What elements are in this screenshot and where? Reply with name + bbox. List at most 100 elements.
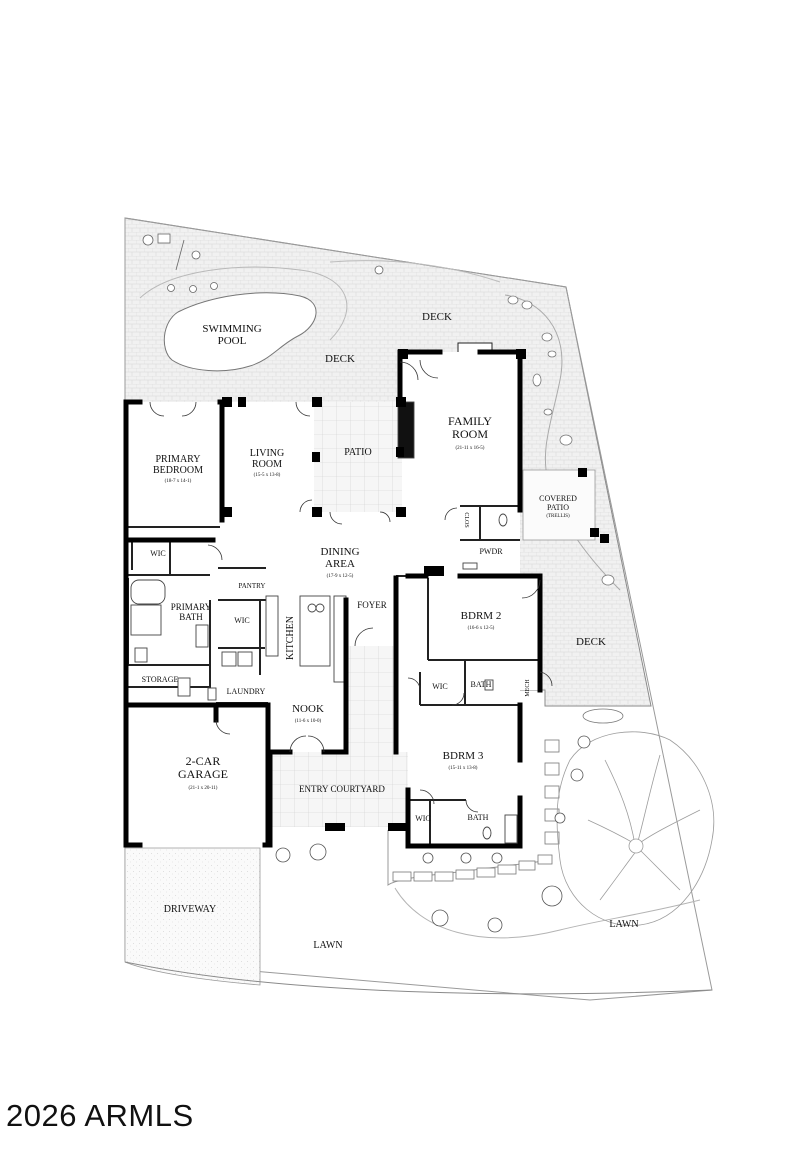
room-label-wic-bdrm2: WIC — [432, 682, 448, 691]
room-name: KITCHEN — [285, 616, 296, 660]
room-dimensions: (18-7 x 14-1) — [165, 479, 192, 484]
lawn-curve — [394, 887, 701, 939]
interior-floor — [125, 352, 596, 846]
room-dimensions: (15-5 x 13-8) — [254, 473, 281, 478]
room-label-patio: PATIO — [344, 447, 371, 458]
room-label-wic-primary: WIC — [150, 549, 166, 558]
room-name: DECK — [325, 353, 355, 365]
room-label-lawn-front: LAWN — [313, 940, 342, 951]
kitchen-counter — [265, 595, 279, 657]
room-label-lawn-right: LAWN — [609, 919, 638, 930]
room-name: BATH — [471, 680, 492, 689]
room-dimensions: (15-11 x 13-8) — [449, 766, 478, 771]
room-dimensions: (11-6 x 10-0) — [295, 719, 322, 724]
room-name: NOOK — [292, 703, 324, 715]
room-name: ENTRY COURTYARD — [299, 784, 385, 794]
room-name: POOL — [218, 335, 247, 347]
room-name: BDRM 3 — [443, 750, 484, 762]
room-name: PWDR — [479, 547, 503, 556]
lawn-bottom-edge — [124, 961, 713, 995]
room-name: WIC — [234, 616, 250, 625]
room-name: PATIO — [344, 447, 371, 458]
room-name: 2-CAR — [186, 754, 221, 768]
room-name: DECK — [422, 311, 452, 323]
room-name: AREA — [325, 558, 355, 570]
room-name: WIC — [415, 814, 431, 823]
room-name: BDRM 2 — [461, 610, 502, 622]
room-name: LAUNDRY — [227, 687, 266, 696]
fixtures — [130, 401, 518, 844]
room-name: ROOM — [252, 459, 282, 470]
room-name: DECK — [576, 636, 606, 648]
room-label-kitchen: KITCHEN — [285, 616, 296, 660]
room-name: MECH — [525, 679, 531, 697]
structural-columns — [222, 349, 609, 831]
room-dimensions: (TRELLIS) — [546, 514, 570, 519]
foyer-paving — [346, 646, 396, 752]
room-label-nook: NOOK (11-6 x 10-0) — [292, 703, 324, 724]
swimming-pool-shape — [163, 292, 317, 372]
room-label-mech: MECH — [525, 679, 531, 697]
room-label-deck-top: DECK — [422, 311, 452, 323]
room-name: STORAGE — [142, 675, 179, 684]
room-name: PRIMARY — [155, 454, 200, 465]
room-name: COVERED — [539, 494, 577, 503]
door-swings — [149, 359, 553, 813]
room-label-bath-bdrm3: BATH — [468, 813, 489, 822]
entry-courtyard-paving — [270, 752, 408, 827]
room-label-bath-bdrm2: BATH — [471, 680, 492, 689]
room-name: BATH — [179, 612, 203, 622]
driveway-area — [124, 847, 261, 986]
tree-canopy — [556, 731, 715, 926]
room-name: LAWN — [609, 919, 638, 930]
room-name: WIC — [432, 682, 448, 691]
room-label-pantry: PANTRY — [239, 582, 266, 590]
room-label-deck-right: DECK — [576, 636, 606, 648]
room-name: WIC — [150, 549, 166, 558]
room-name: BEDROOM — [153, 465, 203, 476]
room-label-foyer: FOYER — [357, 600, 387, 610]
room-labels: SWIMMINGPOOLDECKDECKDECKFAMILYROOM(21-11… — [142, 311, 639, 951]
room-label-driveway: DRIVEWAY — [164, 904, 216, 915]
shrub-cluster — [507, 295, 624, 724]
room-label-clos: CLOS — [463, 512, 469, 527]
room-name: FAMILY — [448, 414, 492, 428]
room-label-pwdr: PWDR — [479, 547, 503, 556]
room-name: DINING — [320, 546, 359, 558]
room-name: BATH — [468, 813, 489, 822]
room-dimensions: (21-1 x 20-11) — [189, 786, 218, 791]
room-name: PRIMARY — [171, 602, 212, 612]
room-dimensions: (21-11 x 16-5) — [456, 446, 485, 451]
room-name: SWIMMING — [202, 323, 261, 335]
patio-paving — [314, 402, 402, 512]
room-name: GARAGE — [178, 767, 228, 781]
room-label-bdrm-3: BDRM 3 (15-11 x 13-8) — [443, 750, 484, 771]
room-dimensions: (17-9 x 12-5) — [327, 574, 354, 579]
room-name: PATIO — [547, 503, 569, 512]
room-label-wic-kitchen: WIC — [234, 616, 250, 625]
room-label-laundry: LAUNDRY — [227, 687, 266, 696]
room-name: DRIVEWAY — [164, 904, 216, 915]
room-label-bdrm-2: BDRM 2 (16-6 x 12-5) — [461, 610, 502, 631]
room-dimensions: (16-6 x 12-5) — [468, 626, 495, 631]
room-label-entry-courtyard: ENTRY COURTYARD — [299, 784, 385, 794]
covered-patio-area — [522, 469, 596, 541]
room-name: CLOS — [463, 512, 469, 527]
room-name: ROOM — [452, 427, 488, 441]
pool-surround — [139, 266, 348, 341]
copyright-watermark: 2026 ARMLS — [6, 1098, 194, 1133]
front-shrubs — [275, 735, 591, 933]
room-label-deck-mid: DECK — [325, 353, 355, 365]
room-name: FOYER — [357, 600, 387, 610]
room-label-storage: STORAGE — [142, 675, 179, 684]
stepping-stones — [392, 739, 560, 882]
